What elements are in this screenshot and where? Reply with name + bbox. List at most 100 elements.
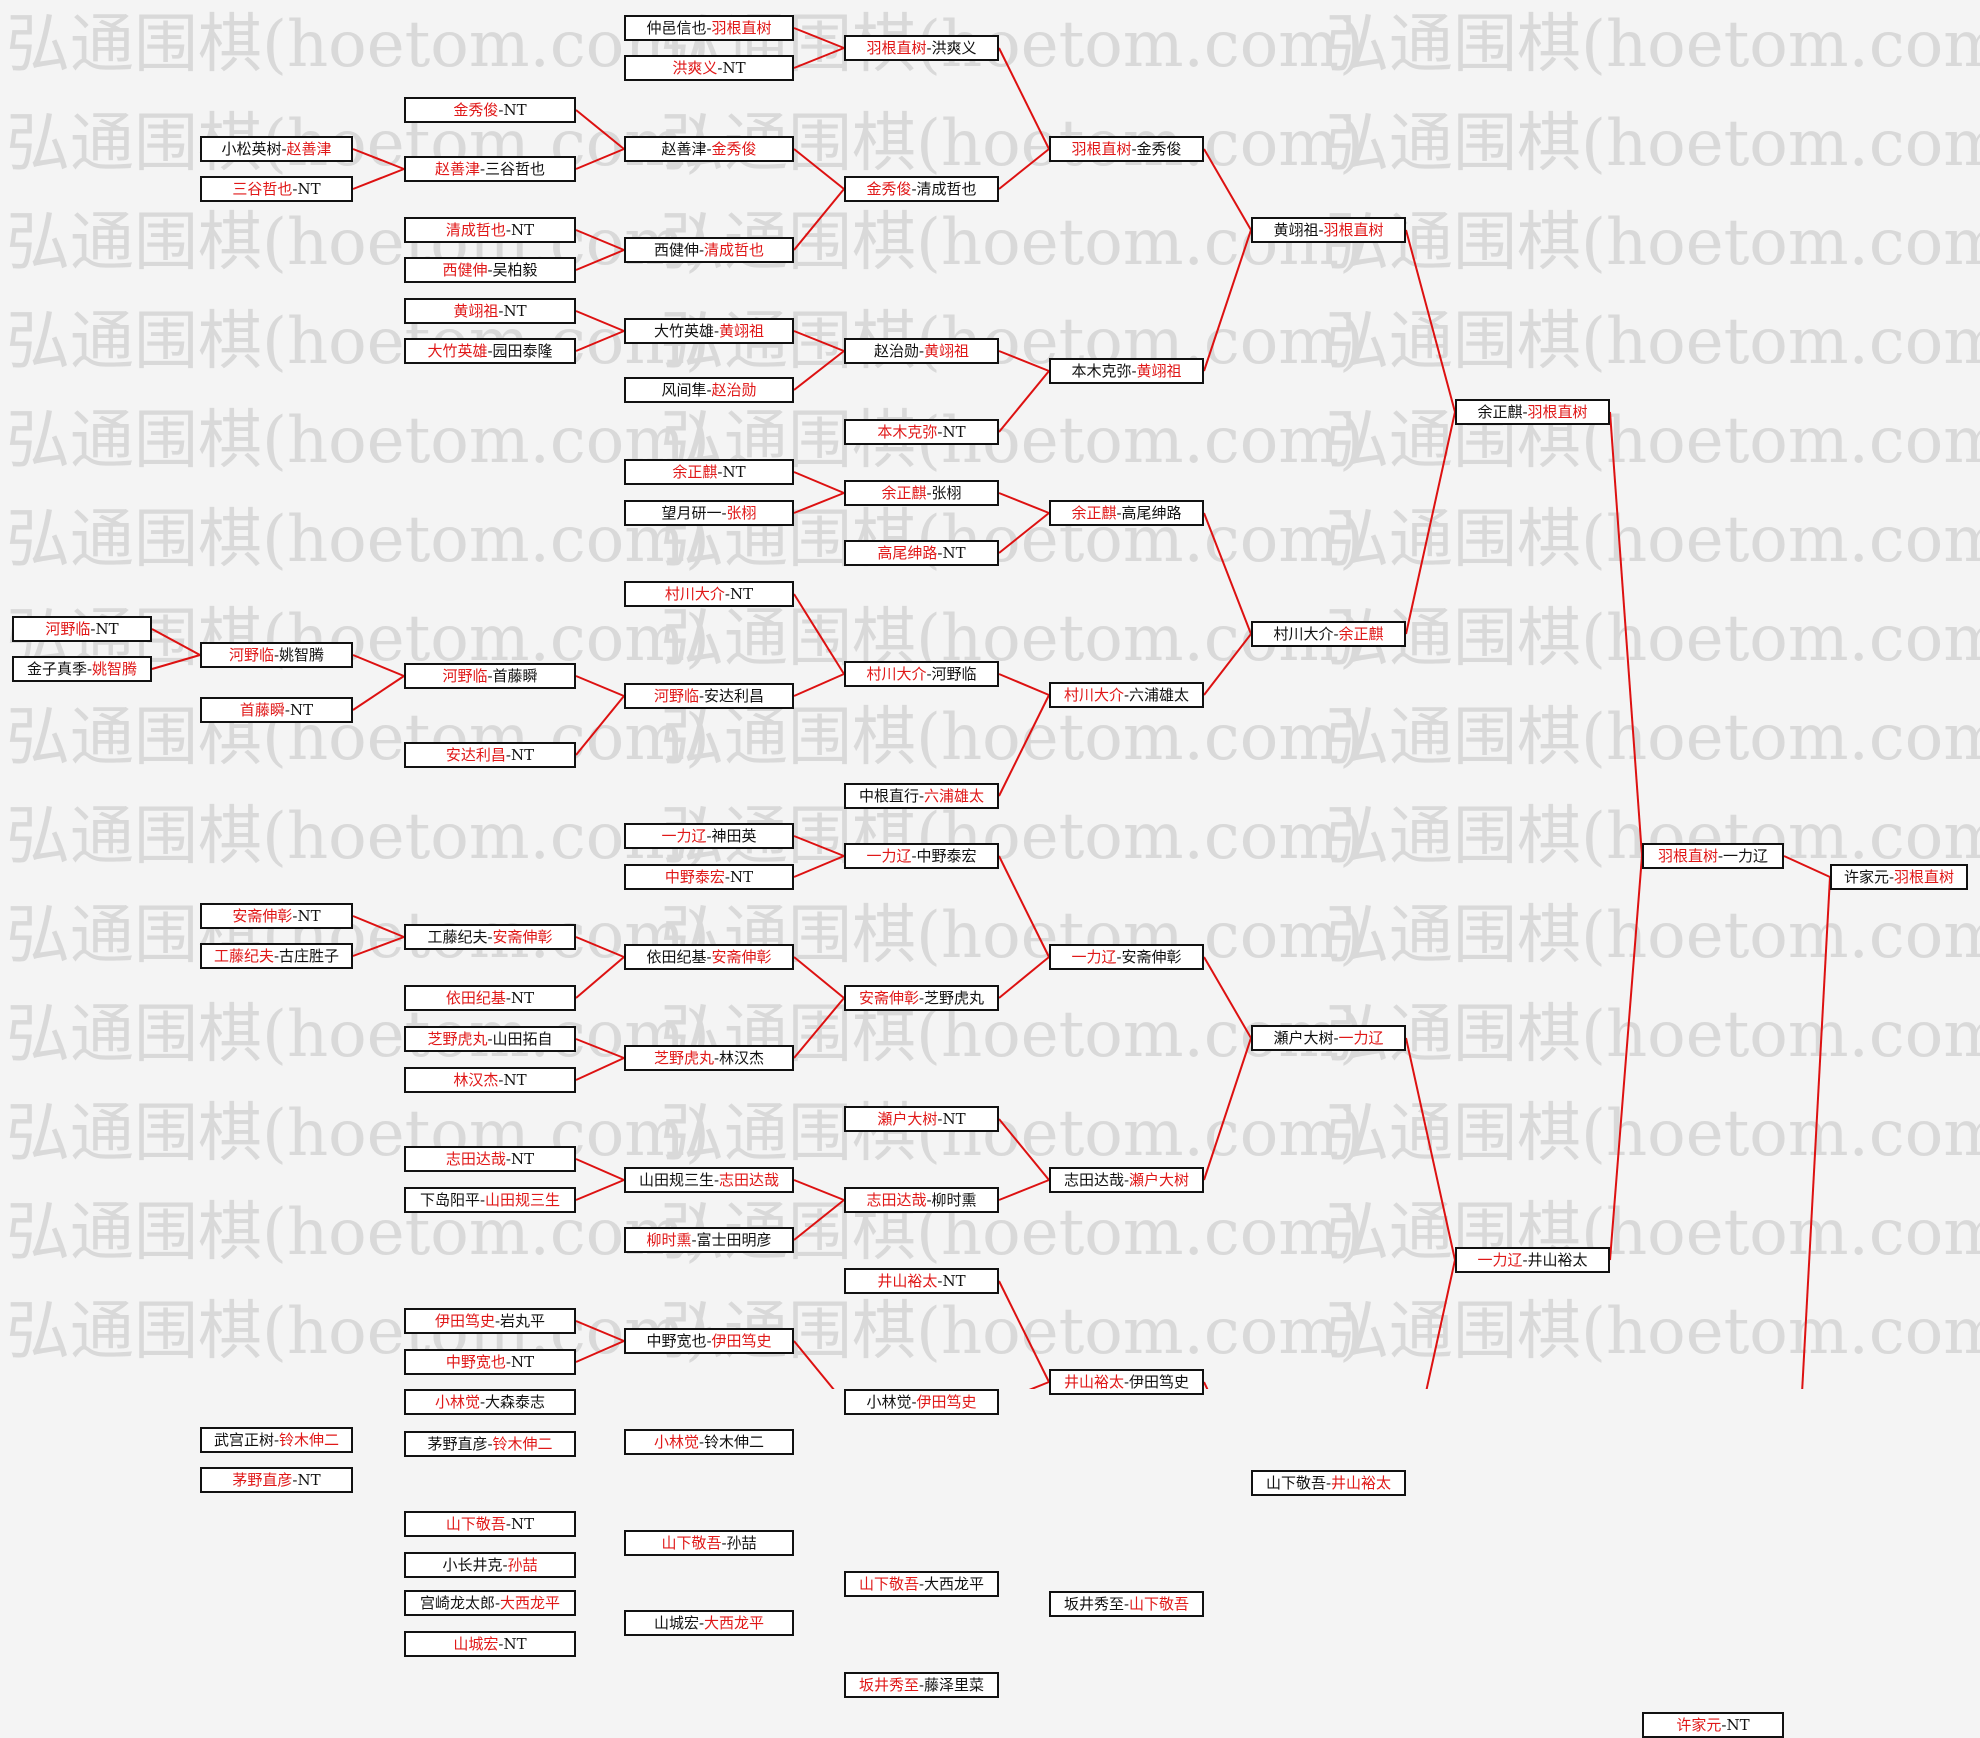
separator: - <box>487 667 493 685</box>
match-box: 河野临-首藤瞬 <box>404 663 576 689</box>
match-box: 山城宏-大西龙平 <box>624 1610 794 1636</box>
separator: - <box>1123 1171 1130 1189</box>
player-name: 金秀俊 <box>866 180 912 198</box>
separator: - <box>498 1071 504 1089</box>
player-name: 柳时熏 <box>931 1191 977 1209</box>
match-box: 赵治勋-黄翊祖 <box>844 338 999 364</box>
match-box: 宫崎龙太郎-大西龙平 <box>404 1590 576 1616</box>
connector-line <box>793 471 845 494</box>
separator: - <box>281 140 287 158</box>
connector-line <box>998 47 1050 150</box>
separator: - <box>1131 362 1137 380</box>
player-name: NT <box>503 1071 527 1089</box>
separator: - <box>706 1332 712 1350</box>
player-name: NT <box>297 907 321 925</box>
player-name: 许家元 <box>1843 868 1889 886</box>
player-name: 赵善津 <box>286 140 332 158</box>
connector-line <box>793 1179 845 1201</box>
player-name: 中野泰宏 <box>664 868 725 886</box>
connector-line <box>575 675 625 697</box>
match-box: 中野泰宏-NT <box>624 864 794 890</box>
player-name: 仲邑信也 <box>646 19 707 37</box>
match-box: 依田纪基-安斋伸彰 <box>624 944 794 970</box>
player-name: NT <box>503 1635 527 1653</box>
player-name: 一力辽 <box>1477 1251 1523 1269</box>
separator: - <box>498 302 504 320</box>
player-name: 首藤瞬 <box>492 667 538 685</box>
separator: - <box>926 665 932 683</box>
player-name: NT <box>722 463 746 481</box>
connector-line <box>998 956 1050 999</box>
connector-line <box>1203 1381 1209 1389</box>
connector-line <box>793 330 845 352</box>
match-box: 黄翊祖-NT <box>404 298 576 324</box>
player-name: NT <box>722 59 746 77</box>
player-name: NT <box>942 544 966 562</box>
player-name: 井山裕太 <box>1063 1373 1124 1391</box>
player-name: 铃木伸二 <box>704 1433 765 1451</box>
separator: - <box>1333 1029 1339 1047</box>
match-box: 山下敬吾-大西龙平 <box>844 1571 999 1597</box>
connector-line <box>793 673 845 697</box>
player-name: 大西龙平 <box>500 1594 561 1612</box>
match-box: 工藤纪夫-安斋伸彰 <box>404 924 576 950</box>
player-name: 志田达哉 <box>445 1150 506 1168</box>
match-box: 坂井秀至-山下敬吾 <box>1049 1591 1204 1617</box>
player-name: 山下敬吾 <box>1265 1474 1326 1492</box>
match-box: 西健伸-吴柏毅 <box>404 257 576 283</box>
separator: - <box>273 646 280 664</box>
separator: - <box>926 39 932 57</box>
match-box: 黄翊祖-羽根直树 <box>1251 217 1406 243</box>
player-name: 赵善津 <box>661 140 707 158</box>
match-box: 余正麒-高尾绅路 <box>1049 500 1204 526</box>
separator: - <box>706 827 712 845</box>
player-name: 山城宏 <box>453 1635 499 1653</box>
connector-line <box>1203 633 1252 696</box>
player-name: 清成哲也 <box>704 241 765 259</box>
player-name: 瀬户大树 <box>1273 1029 1334 1047</box>
match-box: 望月研一-张栩 <box>624 500 794 526</box>
match-box: 河野临-安达利昌 <box>624 683 794 709</box>
player-name: 赵治勋 <box>711 381 757 399</box>
player-name: 小林觉 <box>653 1433 699 1451</box>
player-name: 孙喆 <box>507 1556 538 1574</box>
player-name: NT <box>729 868 754 886</box>
match-box: 小林觉-伊田笃史 <box>844 1389 999 1415</box>
player-name: 赵善津 <box>434 160 480 178</box>
player-name: 山下敬吾 <box>661 1534 722 1552</box>
match-box: 三谷哲也-NT <box>200 176 353 202</box>
match-box: 河野临-NT <box>12 616 152 642</box>
connector-line <box>575 148 625 170</box>
connector-line <box>575 695 625 756</box>
player-name: 高尾绅路 <box>1121 504 1182 522</box>
player-name: 本木克弥 <box>877 423 938 441</box>
match-box: 山下敬吾-井山裕太 <box>1251 1470 1406 1496</box>
player-name: 大西龙平 <box>704 1614 765 1632</box>
connector-line <box>793 148 845 190</box>
match-box: 山城宏-NT <box>404 1631 576 1657</box>
match-box: 小林觉-铃木伸二 <box>624 1429 794 1455</box>
match-box: 金秀俊-NT <box>404 97 576 123</box>
player-name: 安斋伸彰 <box>492 928 553 946</box>
connector-line <box>575 330 625 352</box>
player-name: 六浦雄太 <box>924 787 985 805</box>
connector-line <box>1609 411 1643 857</box>
match-box: 村川大介-余正麒 <box>1251 621 1406 647</box>
player-name: 河野临 <box>442 667 488 685</box>
player-name: 大森泰志 <box>485 1393 546 1411</box>
match-box: 羽根直树-金秀俊 <box>1049 136 1204 162</box>
player-name: 山下敬吾 <box>445 1515 506 1533</box>
player-name: 小长井克 <box>442 1556 503 1574</box>
player-name: NT <box>510 989 535 1007</box>
connector-line <box>1203 956 1252 1039</box>
match-box: 羽根直树-洪爽义 <box>844 35 999 61</box>
player-name: 一力辽 <box>866 847 912 865</box>
match-box: 本木克弥-NT <box>844 419 999 445</box>
player-name: 伊田笃史 <box>1129 1373 1190 1391</box>
player-name: 姚智腾 <box>279 646 325 664</box>
match-box: 赵善津-三谷哲也 <box>404 156 576 182</box>
player-name: 铃木伸二 <box>279 1431 340 1449</box>
connector-line <box>793 350 845 391</box>
separator: - <box>1522 403 1528 421</box>
player-name: 余正麒 <box>1477 403 1523 421</box>
